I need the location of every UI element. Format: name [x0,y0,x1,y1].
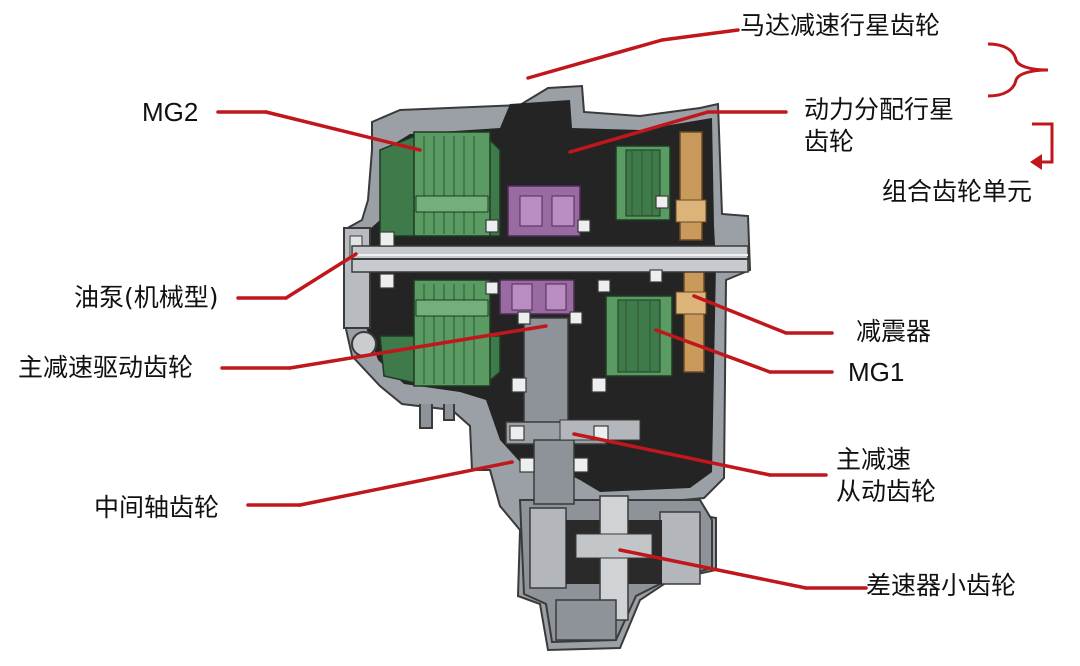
mg1-motor [605,145,673,377]
main-shaft [351,245,749,273]
mg2-motor [379,131,501,387]
label-mg2: MG2 [142,97,199,127]
label-differential-pinion: 差速器小齿轮 [866,571,1017,600]
label-power-split-planetary-1: 动力分配行星 [804,95,955,124]
label-oil-pump: 油泵(机械型) [74,283,219,312]
label-final-driven-gear-1: 主减速 [836,445,912,474]
label-countershaft-gear: 中间轴齿轮 [94,493,220,522]
reduction-gears [505,317,641,505]
label-motor-reduction-planetary: 马达减速行星齿轮 [740,11,941,40]
label-power-split-planetary-2: 齿轮 [804,127,855,156]
damper-assembly [675,131,707,373]
down-arrow-icon [1032,122,1054,164]
differential-unit [529,495,701,641]
brace-symbol [987,42,1049,98]
label-final-driven-gear-2: 从动齿轮 [836,477,937,506]
leader-lines [216,28,868,590]
planetary-gear-sets [499,185,581,315]
arrow-head-icon [1030,154,1042,170]
label-compound-gear-unit: 组合齿轮单元 [882,177,1033,206]
bearings [379,195,669,473]
label-mg1: MG1 [848,357,905,387]
label-damper: 减震器 [856,317,932,346]
label-final-drive-gear: 主减速驱动齿轮 [18,353,194,382]
